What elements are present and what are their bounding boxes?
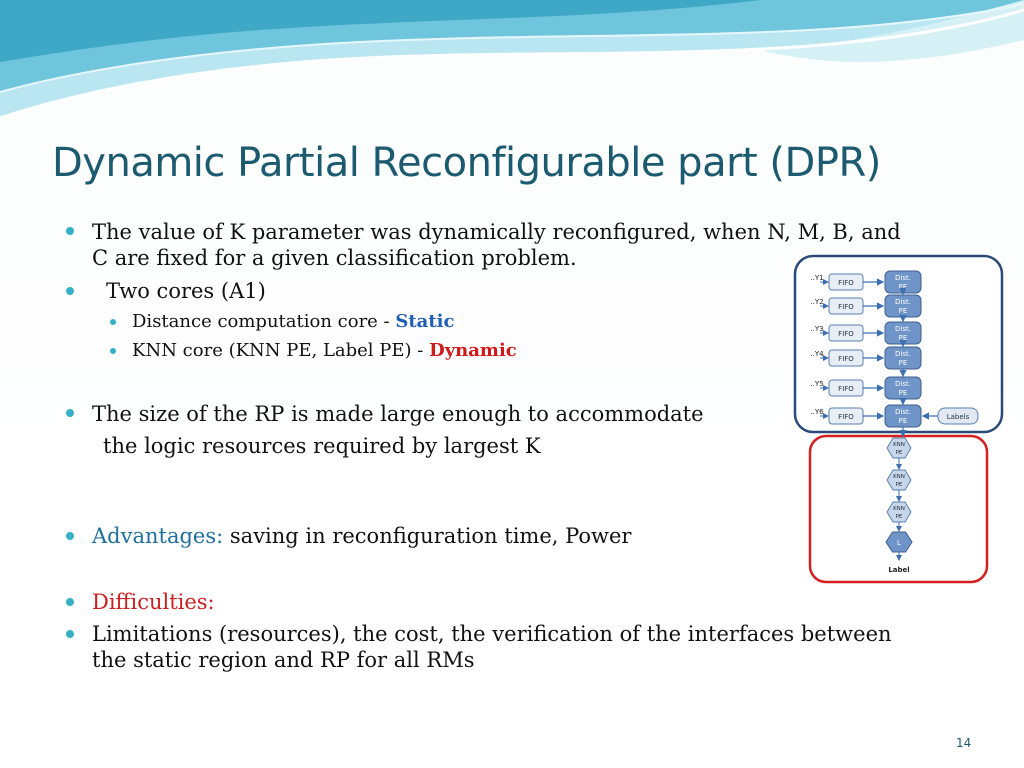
output-label: Label xyxy=(888,566,909,574)
bullet-dot xyxy=(66,227,74,235)
difficulties-label: Difficulties: xyxy=(92,590,215,614)
dist-pe-label: Dist. xyxy=(895,274,911,282)
knn-core-text: KNN core (KNN PE, Label PE) - xyxy=(132,340,424,361)
knn-pe-label: PE xyxy=(896,450,903,456)
dist-pe-label: Dist. xyxy=(895,325,911,333)
rp-size-text-line1: The size of the RP is made large enough … xyxy=(92,402,704,426)
dist-pe-label: Dist. xyxy=(895,350,911,358)
header-wave-decoration xyxy=(0,0,1024,120)
input-label: ..Y4 xyxy=(810,350,824,358)
distance-core-text: Distance computation core - xyxy=(132,311,390,332)
static-label: Static xyxy=(395,311,455,332)
dist-pe-label: PE xyxy=(899,359,908,367)
label-pe-label: L xyxy=(897,539,901,547)
advantages-line: Advantages: saving in reconfiguration ti… xyxy=(92,524,631,549)
dist-pe-label: PE xyxy=(899,417,908,425)
dist-pe-label: Dist. xyxy=(895,380,911,388)
page-number: 14 xyxy=(956,736,972,750)
labels-label: Labels xyxy=(947,413,970,421)
input-label: ..Y1 xyxy=(810,274,823,282)
input-label: ..Y6 xyxy=(810,408,824,416)
rp-size-text-line2: the logic resources required by largest … xyxy=(103,434,541,458)
bullet-dot xyxy=(66,287,74,295)
bullet-dot xyxy=(66,409,74,417)
knn-pe-block xyxy=(886,437,912,459)
fifo-label: FIFO xyxy=(838,385,854,393)
advantages-label: Advantages: xyxy=(92,524,224,548)
dist-pe-label: PE xyxy=(899,283,908,291)
dist-pe-label: PE xyxy=(899,389,908,397)
limitations-text-line2: the static region and RP for all RMs xyxy=(92,648,475,672)
sub-bullet-dot xyxy=(110,319,116,325)
limitations-text-line1: Limitations (resources), the cost, the v… xyxy=(92,622,892,646)
input-label: ..Y3 xyxy=(810,325,823,333)
slide-title: Dynamic Partial Reconfigurable part (DPR… xyxy=(52,140,881,186)
dist-pe-label: Dist. xyxy=(895,408,911,416)
fifo-label: FIFO xyxy=(838,355,854,363)
knn-pe-label: KNN xyxy=(893,474,905,480)
knn-pe-label: KNN xyxy=(893,506,905,512)
knn-pe-label: KNN xyxy=(893,442,905,448)
dist-pe-label: PE xyxy=(899,334,908,342)
bullet-dot xyxy=(66,532,74,540)
sub-bullet-dot xyxy=(110,348,116,354)
dist-pe-label: PE xyxy=(899,307,908,315)
dynamic-label: Dynamic xyxy=(429,340,517,361)
fifo-label: FIFO xyxy=(838,330,854,338)
fifo-label: FIFO xyxy=(838,413,854,421)
bullet-dot xyxy=(66,598,74,606)
knn-pe-block xyxy=(886,501,912,523)
knn-pe-label: PE xyxy=(896,514,903,520)
input-label: ..Y2 xyxy=(810,298,823,306)
knn-pe-label: PE xyxy=(896,482,903,488)
fifo-label: FIFO xyxy=(838,279,854,287)
bullet-dot xyxy=(66,630,74,638)
label-pe-block xyxy=(885,531,913,553)
k-parameter-text-line1: The value of K parameter was dynamically… xyxy=(92,220,901,244)
two-cores-text: Two cores (A1) xyxy=(106,279,266,303)
advantages-text: saving in reconfiguration time, Power xyxy=(229,524,632,548)
distance-core-line: Distance computation core - Static xyxy=(132,311,454,333)
input-label: ..Y5 xyxy=(810,380,823,388)
fifo-label: FIFO xyxy=(838,303,854,311)
k-parameter-text-line2: C are fixed for a given classification p… xyxy=(92,246,577,270)
knn-pe-block xyxy=(886,469,912,491)
dist-pe-label: Dist. xyxy=(895,298,911,306)
knn-architecture-diagram: ..Y1FIFODist.PE..Y2FIFODist.PE..Y3FIFODi… xyxy=(793,254,1004,584)
knn-core-line: KNN core (KNN PE, Label PE) - Dynamic xyxy=(132,340,517,362)
